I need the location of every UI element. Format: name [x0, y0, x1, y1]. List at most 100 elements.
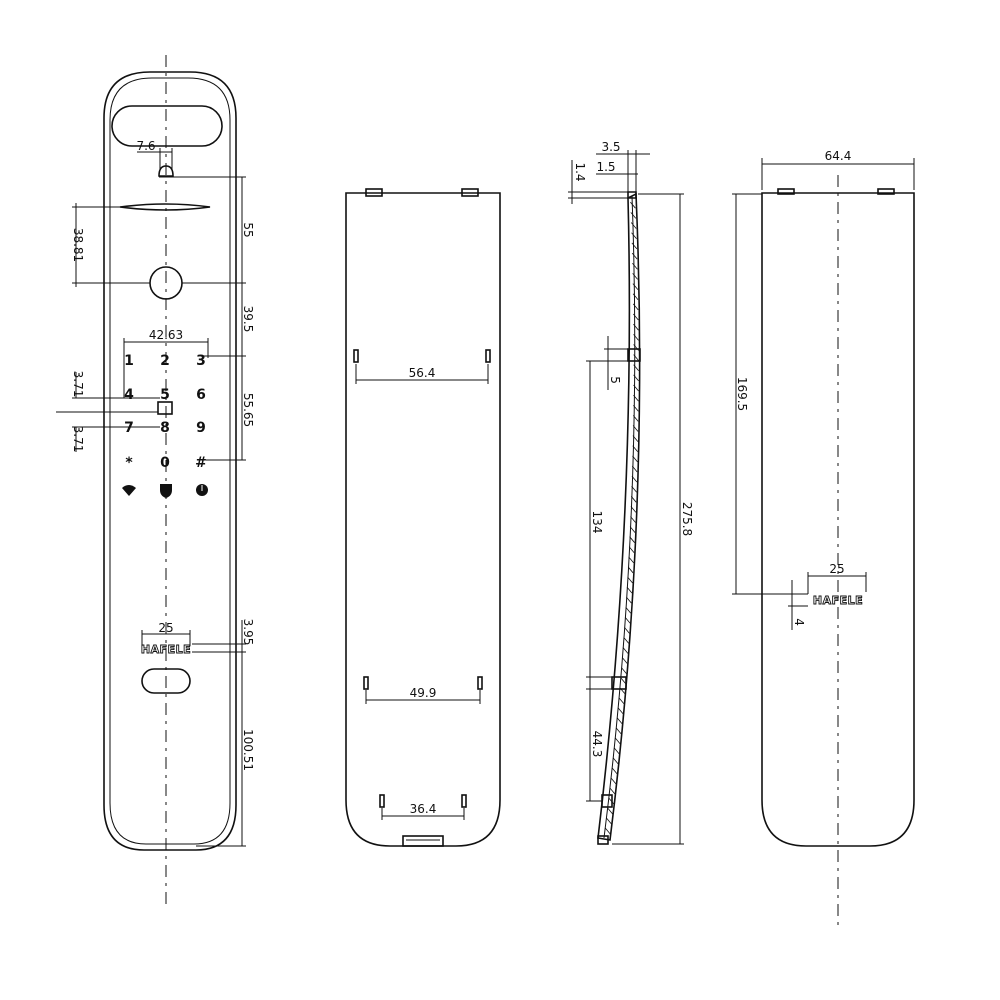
hatch-line [617, 707, 624, 715]
dim-bottom-section: 100.51 [241, 729, 255, 771]
dim-cover-logo-width: 25 [829, 562, 844, 576]
side-tab-bottom [597, 835, 609, 845]
key-star: * [125, 455, 133, 471]
dim-top-thickness: 1.4 [573, 162, 587, 181]
key-5: 5 [160, 387, 170, 403]
hatch-line [612, 757, 619, 765]
back-outline [345, 192, 501, 847]
hatch-line [632, 303, 639, 311]
cover-outline [761, 192, 915, 847]
hatch-line [632, 455, 638, 463]
side-clip-lower-left [363, 676, 369, 690]
hatch-line [629, 536, 635, 543]
hatch-line [627, 576, 633, 584]
front-dimensions: 7.6 38.81 55 39.5 55.65 42.63 [56, 139, 255, 847]
hatch-line [618, 697, 625, 704]
key-1: 1 [124, 353, 134, 369]
dim-cover-logo-height: 4 [792, 618, 806, 626]
hatch-line [613, 747, 620, 755]
dim-lower-spacing: 44.3 [590, 731, 604, 758]
hatch-line [607, 807, 613, 815]
key-2: 2 [160, 353, 170, 369]
bottom-clip-left [379, 794, 385, 808]
hatch-line [633, 323, 639, 331]
bottom-latch [402, 835, 444, 847]
hatch-line [628, 556, 634, 564]
hatch-line [630, 516, 636, 523]
side-dimensions: 3.5 1.5 1.4 5 134 44.3 275.8 [568, 140, 694, 845]
dim-cover-width: 64.4 [825, 149, 852, 163]
key-8: 8 [160, 420, 170, 436]
dim-top-section: 55 [241, 222, 255, 237]
hatch-line [626, 596, 632, 604]
side-tab-upper [627, 348, 641, 362]
hatch-line [630, 506, 637, 513]
dim-top-depth: 3.5 [601, 140, 620, 154]
hatch-line [633, 384, 639, 392]
cover-dimensions: 64.4 169.5 25 4 [732, 149, 915, 630]
dim-tab-height: 5 [608, 376, 622, 384]
hatch-line [631, 475, 638, 483]
hatch-line [624, 627, 630, 634]
hatch-line [633, 374, 639, 382]
hatch-line [623, 637, 630, 644]
hatch-line [628, 546, 635, 554]
dim-clip-bottom: 36.4 [410, 802, 437, 816]
hatch-line [606, 817, 612, 825]
bottom-handle-slot [141, 668, 191, 694]
key-7: 7 [124, 420, 134, 436]
top-clip-left [365, 188, 383, 197]
shield-icon [160, 484, 172, 498]
hatch-line [630, 201, 636, 209]
dim-key-gap-top: 3.71 [71, 371, 85, 398]
bottom-clip-right [461, 794, 467, 808]
front-outline [103, 71, 237, 851]
dim-slot-width: 7.6 [136, 139, 155, 153]
keypad: 1 2 3 4 5 6 7 8 9 * 0 # [124, 353, 207, 471]
key-hash: # [195, 455, 207, 471]
side-clip-upper-right [485, 349, 491, 363]
hatch-line [629, 526, 636, 533]
side-view: 3.5 1.5 1.4 5 134 44.3 275.8 [568, 140, 694, 845]
hatch-line [633, 394, 639, 402]
hatch-line [633, 405, 639, 412]
front-logo: HAFELE [141, 643, 191, 656]
dim-keypad-width: 42.63 [149, 328, 183, 342]
key-separator [157, 401, 173, 415]
hatch-line [630, 212, 637, 219]
side-tab-middle [611, 676, 627, 690]
hatch-line [614, 737, 621, 745]
hatch-line [604, 827, 611, 835]
cover-view: HAFELE 64.4 169.5 25 4 [732, 149, 915, 930]
hatch-line [621, 657, 628, 664]
hatch-line [632, 262, 638, 270]
cover-clip-left [777, 188, 795, 195]
hatch-line [610, 777, 617, 785]
dim-fingerprint-height: 38.81 [71, 228, 85, 262]
top-handle-slot [111, 105, 223, 147]
hatch-line [631, 242, 638, 250]
hatch-line [633, 364, 639, 372]
dim-tab-spacing: 134 [590, 511, 604, 534]
key-9: 9 [196, 420, 206, 436]
hatch-line [632, 425, 639, 432]
hatch-line [631, 252, 638, 260]
back-dimensions: 56.4 49.9 36.4 [355, 364, 489, 820]
fingerprint-strip [119, 203, 211, 211]
front-inner-outline [109, 77, 231, 845]
wifi-icon [122, 485, 136, 496]
cover-clip-right [877, 188, 895, 195]
hatch-line [632, 283, 639, 290]
hatch-line [632, 273, 638, 280]
back-view: 56.4 49.9 36.4 [345, 188, 501, 847]
hatch-line [630, 222, 637, 229]
hatch-line [616, 717, 623, 725]
hatch-line [632, 435, 639, 442]
key-6: 6 [196, 387, 206, 403]
dim-logo-offset: 169.5 [735, 377, 749, 411]
hatch-line [626, 586, 633, 594]
hatch-line [615, 727, 622, 735]
hatch-line [625, 606, 632, 614]
dim-clip-upper: 56.4 [409, 366, 436, 380]
